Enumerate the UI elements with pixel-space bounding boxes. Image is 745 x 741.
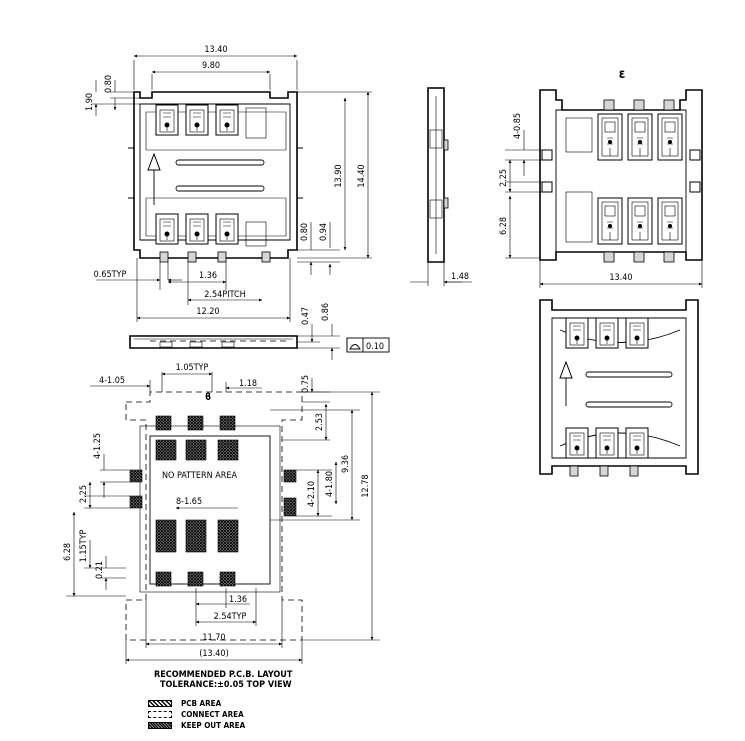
pcb-caption-line2: TOLERANCE:±0.05 TOP VIEW — [160, 680, 292, 690]
pcb-area-swatch — [148, 700, 172, 707]
flatness-icon — [349, 344, 361, 350]
dim-top-height: 1.90 — [85, 93, 95, 111]
dim-pin-width: 0.65TYP — [94, 270, 127, 280]
dim-flatness: 0.10 — [366, 342, 384, 352]
legend: PCB AREA CONNECT AREA KEEP OUT AREA — [148, 698, 245, 731]
dim-back-overall-width: 13.40 — [609, 273, 632, 283]
dim-overall-width: 13.40 — [204, 45, 227, 55]
dim-height-b: 0.86 — [321, 303, 331, 321]
pcb-caption-line1: RECOMMENDED P.C.B. LAYOUT — [154, 670, 293, 680]
dim-overall-length: 14.40 — [357, 164, 367, 187]
arrow-up-icon — [147, 152, 161, 171]
pcb-layout: NO PATTERN AREA ϐ — [125, 391, 303, 641]
dim-outer-length: 12.78 — [361, 474, 371, 497]
keep-out-area-swatch — [148, 722, 172, 729]
dim-inner-width: 9.80 — [202, 61, 220, 71]
back-view-label: ε — [619, 67, 626, 82]
dim-pad-row-offset: 2.53 — [315, 413, 325, 431]
connect-area-swatch — [148, 711, 172, 718]
front-view: 0.47 0.86 0.10 — [129, 303, 390, 360]
legend-keep-out-label: KEEP OUT AREA — [181, 721, 246, 730]
alt-top-view — [539, 299, 699, 477]
back-view-dims: 4-0.85 2.25 6.28 13.40 — [499, 113, 703, 288]
top-view-dims: 13.40 9.80 0.80 1.90 13.90 14.40 0.80 0.… — [85, 45, 372, 322]
dim-inner-length: 9.36 — [341, 455, 351, 473]
dim-pin-spacing: 1.36 — [199, 271, 217, 281]
legend-keep-out: KEEP OUT AREA — [148, 720, 245, 731]
dim-slot-width: 4-0.85 — [513, 113, 523, 139]
dim-slot-span: 6.28 — [499, 217, 509, 235]
dim-outer-width: (13.40) — [199, 649, 229, 659]
dim-bottom-spacing: 1.36 — [229, 595, 247, 605]
back-view: ε — [539, 67, 703, 263]
dim-left-span: 6.28 — [63, 543, 73, 561]
dim-corner-pads: 4-1.05 — [99, 376, 125, 386]
dim-pin-span: 12.20 — [196, 307, 219, 317]
dim-right-pads-b: 4-1.80 — [325, 471, 335, 497]
dim-side-pads: 4-1.25 — [93, 433, 103, 459]
legend-pcb: PCB AREA — [148, 698, 245, 709]
legend-pcb-label: PCB AREA — [181, 699, 222, 708]
legend-connect: CONNECT AREA — [148, 709, 245, 720]
dim-pad-gap: 0.21 — [95, 561, 105, 579]
pcb-caption: RECOMMENDED P.C.B. LAYOUT TOLERANCE:±0.0… — [154, 670, 292, 690]
dim-slot-spacing: 2.25 — [499, 169, 509, 187]
dim-right-pads-a: 4-2.10 — [307, 481, 317, 507]
dim-top-margin: 0.75 — [301, 375, 311, 393]
legend-connect-label: CONNECT AREA — [181, 710, 244, 719]
dim-pad-length: 1.15TYP — [79, 529, 89, 562]
dim-pin-offset-b: 0.94 — [319, 223, 329, 241]
dim-pad-pitch: 1.18 — [239, 379, 257, 389]
dim-side-pad-spacing: 2.25 — [79, 485, 89, 503]
no-pattern-label: NO PATTERN AREA — [162, 471, 238, 481]
top-view — [128, 91, 303, 263]
dim-height-a: 0.47 — [301, 307, 311, 325]
dim-bottom-pitch: 2.54TYP — [214, 612, 247, 622]
dim-inner-width: 11.70 — [202, 633, 225, 643]
dim-thickness: 1.48 — [451, 272, 469, 282]
dim-pin-offset-a: 0.80 — [300, 223, 310, 241]
dim-contact-pads: 8-1.65 — [176, 497, 202, 507]
dim-body-length: 13.90 — [334, 164, 344, 187]
side-view: 1.48 — [410, 87, 472, 286]
dim-pitch: 2.54PITCH — [204, 290, 245, 300]
orientation-mark: ϐ — [205, 392, 211, 403]
dim-top-offset: 0.80 — [104, 75, 114, 93]
dim-pad-width: 1.05TYP — [176, 363, 209, 373]
pcb-layout-dims: 4-1.05 1.05TYP 1.18 0.75 2.53 4-1.25 2.2… — [63, 363, 380, 664]
